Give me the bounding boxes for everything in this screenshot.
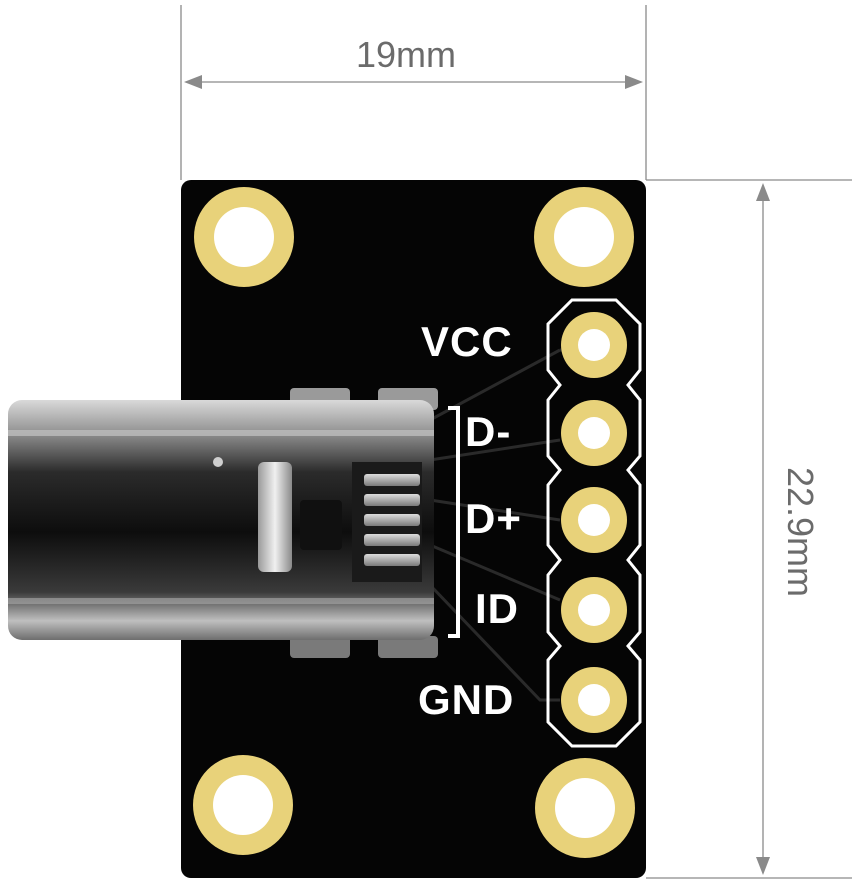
pin-label-dplus: D+: [465, 495, 522, 542]
height-dimension-label: 22.9mm: [780, 466, 821, 598]
connector-tab: [258, 462, 292, 572]
mounting-holes: [193, 187, 635, 858]
usb-c-connector: [8, 388, 438, 658]
width-dimension-label: 19mm: [356, 34, 457, 75]
header-silkscreen-outline: [546, 298, 642, 748]
arrow-up-icon: [756, 183, 770, 201]
pin-label-dminus: D-: [465, 408, 512, 455]
data-bracket-silkscreen: [448, 406, 460, 638]
arrow-left-icon: [184, 75, 202, 89]
dimension-arrows: [184, 75, 770, 875]
connector-shell: [8, 400, 434, 640]
pin-label-vcc: VCC: [421, 318, 513, 365]
header-pads: [561, 312, 627, 733]
dimension-lines: [180, 5, 852, 879]
pin-label-id: ID: [475, 585, 519, 632]
pin-label-gnd: GND: [418, 676, 515, 723]
arrow-right-icon: [625, 75, 643, 89]
arrow-down-icon: [756, 857, 770, 875]
